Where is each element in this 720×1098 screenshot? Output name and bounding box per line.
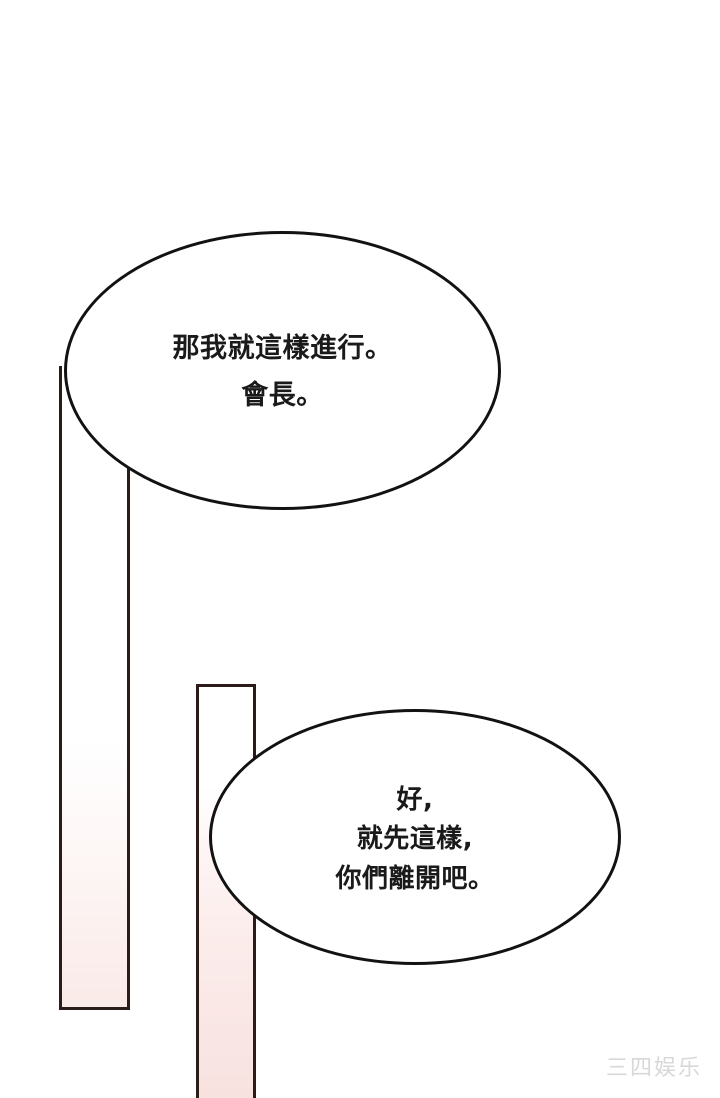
speech-balloon-1: 那我就這樣進行。 會長。 xyxy=(64,231,501,510)
speech-balloon-2: 好, 就先這樣, 你們離開吧。 xyxy=(209,709,621,965)
watermark: 三四娱乐 xyxy=(605,1056,702,1081)
speech-balloon-2-line-1: 好, xyxy=(396,784,434,815)
speech-balloon-2-line-2: 就先這樣, xyxy=(356,824,474,855)
speech-tail-1 xyxy=(59,366,130,1010)
speech-balloon-2-text: 好, 就先這樣, 你們離開吧。 xyxy=(335,781,494,900)
speech-balloon-2-line-3: 你們離開吧。 xyxy=(335,863,495,894)
speech-balloon-1-text: 那我就這樣進行。 會長。 xyxy=(173,326,393,419)
speech-balloon-1-line-1: 那我就這樣進行。 xyxy=(172,333,393,365)
speech-balloon-1-line-2: 會長。 xyxy=(241,379,324,411)
